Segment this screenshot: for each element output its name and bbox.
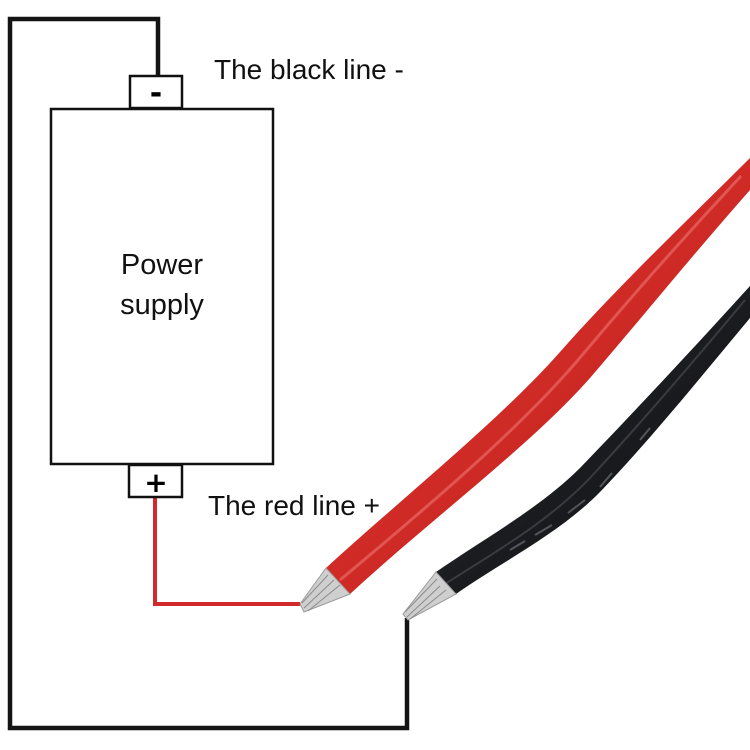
power-supply-label-line1: Power (121, 249, 204, 281)
power-supply-label-line2: supply (120, 289, 204, 321)
red-cable (299, 158, 750, 613)
red-line-label: The red line + (208, 490, 380, 521)
red-wire (153, 498, 300, 606)
positive-sign: + (144, 466, 167, 499)
negative-sign: - (150, 76, 162, 111)
power-supply-box (49, 107, 275, 466)
black-wire (7, 16, 410, 731)
red-cable-strands (299, 567, 351, 613)
black-line-label: The black line - (214, 54, 404, 85)
black-cable (402, 286, 750, 621)
negative-terminal: - (128, 74, 184, 111)
positive-terminal: + (127, 463, 184, 499)
